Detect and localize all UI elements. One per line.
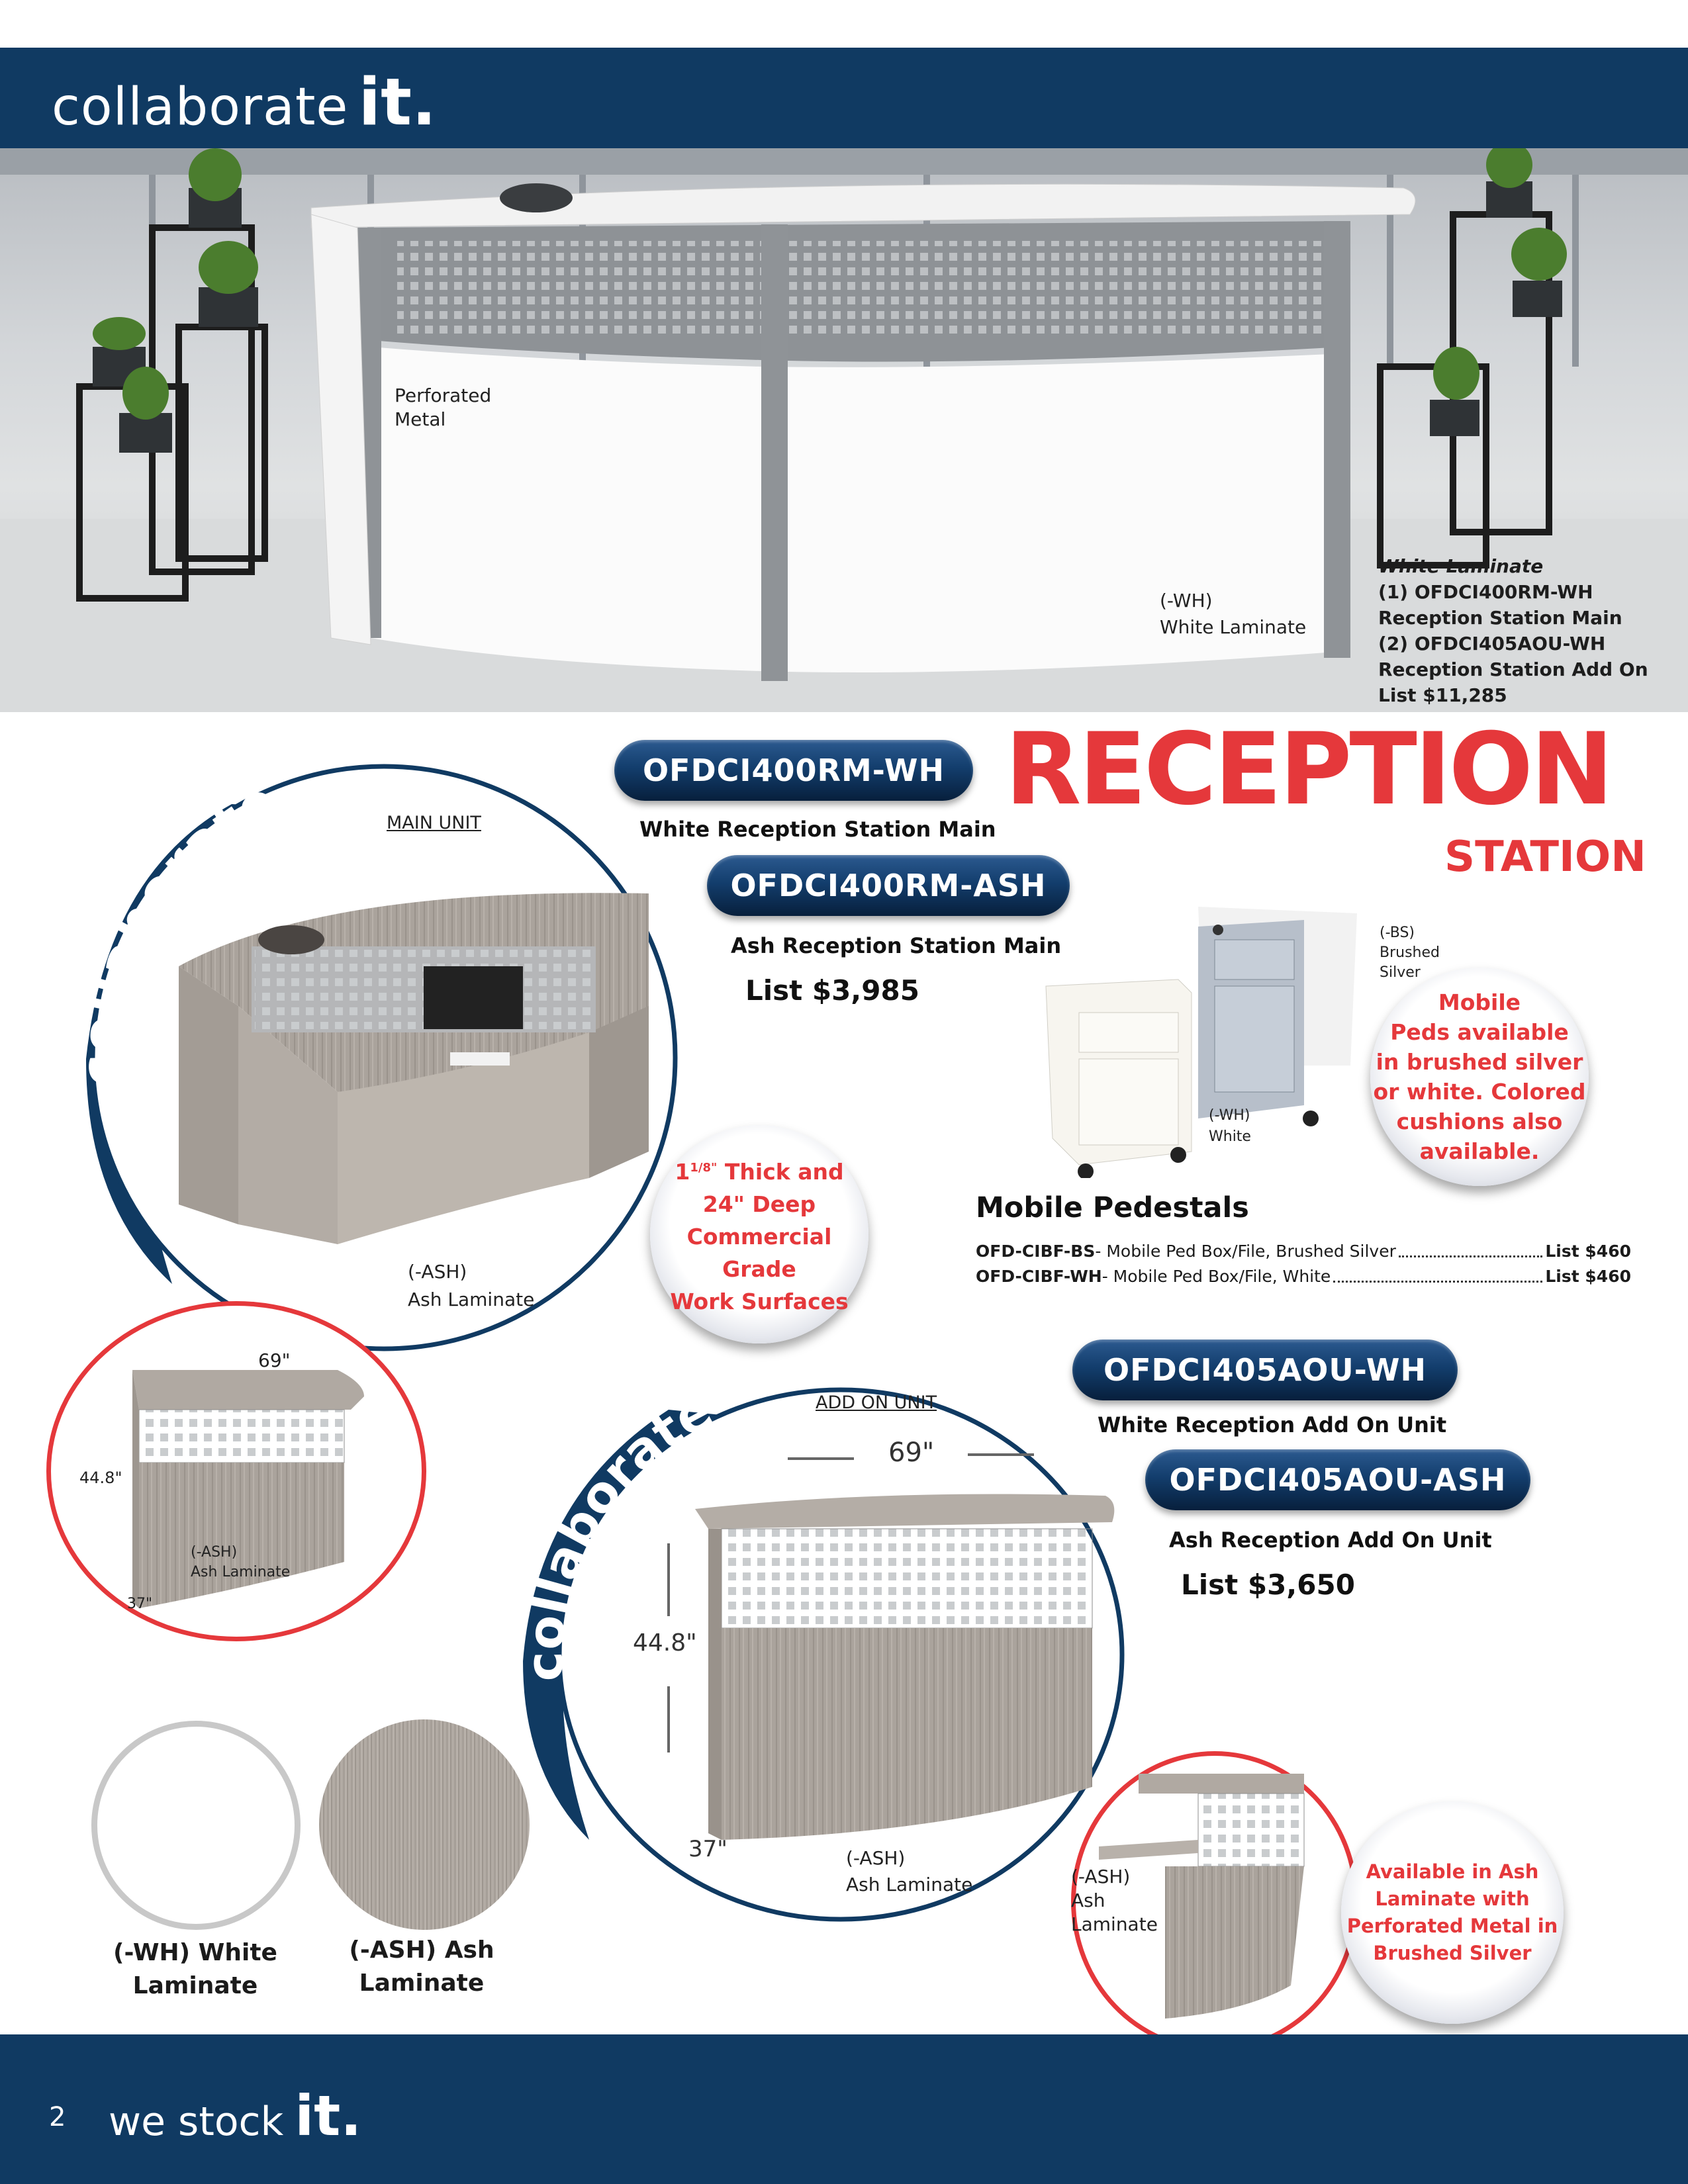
header-brand-word: collaborate	[52, 77, 349, 137]
thick-rest: Thick and	[717, 1158, 844, 1185]
addon-height: 44.8"	[633, 1629, 697, 1657]
addon-ash-code: (-ASH)	[846, 1847, 906, 1869]
swatch-ash-line2: Laminate	[359, 1970, 485, 1997]
page-title: RECEPTION	[1005, 712, 1614, 827]
swatch-white	[91, 1721, 301, 1930]
combo-line3: (2) OFDCI405AOU-WH	[1378, 633, 1606, 655]
available-bubble: Available in Ash Laminate with Perforate…	[1341, 1801, 1564, 2024]
ped-item-leader	[1333, 1264, 1543, 1283]
hero-wh-code: (-WH)	[1160, 590, 1213, 612]
pedestals-image	[1045, 907, 1357, 1178]
page-number: 2	[49, 2102, 66, 2132]
ped-item-sku: OFD-CIBF-BS	[976, 1242, 1096, 1261]
main-unit-desk	[179, 893, 649, 1244]
ped-bs-code: (-BS)	[1380, 925, 1415, 941]
combo-line2: Reception Station Main	[1378, 607, 1622, 629]
combo-line1: (1) OFDCI400RM-WH	[1378, 581, 1593, 603]
header-band	[0, 48, 1688, 148]
ped-bs-label1: Brushed	[1380, 944, 1440, 961]
ped-item-price: List $460	[1545, 1242, 1631, 1261]
addon-height-arrow-top	[667, 1543, 670, 1616]
name-addon-ash: Ash Reception Add On Unit	[1169, 1527, 1492, 1553]
swatch-ash-label: (-ASH) Ash Laminate	[319, 1934, 524, 2000]
combo-price: List $11,285	[1378, 684, 1507, 706]
sku-pill-addon-ash: OFDCI405AOU-ASH	[1145, 1449, 1530, 1510]
ped-bs-label2: Silver	[1380, 964, 1421, 981]
name-main-ash: Ash Reception Station Main	[731, 933, 1062, 958]
addon-width-arrow-left	[788, 1457, 854, 1460]
ped-wh-label: White	[1209, 1128, 1251, 1145]
small-depth: 37"	[127, 1596, 153, 1612]
name-addon-wh: White Reception Add On Unit	[1098, 1412, 1447, 1437]
swatch-white-line1: (-WH) White	[113, 1939, 277, 1966]
side-ash-code: (-ASH)	[1071, 1866, 1131, 1888]
ped-item-sku: OFD-CIBF-WH	[976, 1267, 1102, 1286]
footer-it: it.	[295, 2083, 362, 2148]
swatch-ash-line1: (-ASH) Ash	[349, 1936, 494, 1964]
main-ash-label: Ash Laminate	[408, 1289, 535, 1310]
ped-item-desc: - Mobile Ped Box/File, Brushed Silver	[1095, 1242, 1396, 1261]
price-addon: List $3,650	[1181, 1569, 1355, 1601]
swatch-white-label: (-WH) White Laminate	[93, 1936, 298, 2003]
ped-item-leader	[1398, 1239, 1543, 1257]
footer-band	[0, 2034, 1688, 2184]
hero-photo: Perforated Metal (-WH) White Laminate Wh…	[0, 148, 1688, 712]
header-brand-it: it.	[358, 65, 437, 140]
thick-fraction: 1/8"	[690, 1160, 718, 1175]
sku-pill-main-wh: OFDCI400RM-WH	[614, 740, 973, 801]
addon-unit-desk	[695, 1494, 1115, 1840]
addon-width-arrow-right	[968, 1453, 1034, 1456]
small-ash-code: (-ASH)	[191, 1544, 238, 1561]
small-ash-label: Ash Laminate	[191, 1564, 291, 1580]
side-ash-label2: Laminate	[1071, 1913, 1158, 1935]
addon-ash-label: Ash Laminate	[846, 1874, 973, 1895]
combo-line4: Reception Station Add On	[1378, 659, 1648, 680]
ped-wh-code: (-WH)	[1209, 1107, 1250, 1124]
footer-text: we stock	[109, 2099, 284, 2145]
addon-depth: 37"	[688, 1836, 727, 1862]
thick-line4: Work Surfaces	[670, 1288, 849, 1314]
ped-item: OFD-CIBF-BS - Mobile Ped Box/File, Brush…	[976, 1239, 1631, 1264]
small-height: 44.8"	[79, 1469, 122, 1487]
ped-item-price: List $460	[1545, 1267, 1631, 1286]
header-brand: collaborate it.	[52, 65, 436, 140]
sku-pill-main-ash: OFDCI400RM-ASH	[707, 855, 1070, 916]
hero-combo-block: White Laminate (1) OFDCI400RM-WH Recepti…	[1378, 553, 1648, 708]
thick-line3: Commercial Grade	[686, 1223, 832, 1282]
hero-illustration	[0, 148, 1688, 712]
price-main: List $3,985	[745, 974, 919, 1007]
thick-whole: 1	[675, 1158, 690, 1185]
side-unit-desk	[1099, 1774, 1305, 2019]
ped-item: OFD-CIBF-WH - Mobile Ped Box/File, White…	[976, 1264, 1631, 1289]
footer-brand: we stock it.	[109, 2083, 361, 2148]
hero-wh-label: White Laminate	[1160, 616, 1307, 638]
addon-unit-tag: ADD ON UNIT	[816, 1392, 937, 1413]
page-subtitle: STATION	[1444, 833, 1646, 882]
name-main-wh: White Reception Station Main	[639, 817, 996, 842]
small-width: 69"	[258, 1349, 291, 1371]
swatch-ash	[319, 1719, 530, 1930]
work-surface-bubble: 11/8" Thick and 24" Deep Commercial Grad…	[650, 1125, 868, 1343]
thick-line2: 24" Deep	[702, 1191, 816, 1217]
swatch-white-line2: Laminate	[132, 1972, 258, 1999]
ped-item-desc: - Mobile Ped Box/File, White	[1102, 1267, 1331, 1286]
thick-line1: 11/8" Thick and	[650, 1152, 868, 1188]
ped-heading: Mobile Pedestals	[976, 1191, 1249, 1224]
main-ash-code: (-ASH)	[408, 1261, 467, 1283]
main-unit-tag: MAIN UNIT	[387, 813, 481, 833]
addon-height-arrow-bottom	[667, 1686, 670, 1752]
addon-width: 69"	[888, 1437, 935, 1468]
side-ash-label1: Ash	[1071, 1889, 1105, 1911]
ped-bubble: Mobile Peds available in brushed silver …	[1370, 968, 1589, 1186]
combo-title: White Laminate	[1378, 555, 1544, 577]
sku-pill-addon-wh: OFDCI405AOU-WH	[1072, 1340, 1458, 1400]
ped-list: OFD-CIBF-BS - Mobile Ped Box/File, Brush…	[976, 1239, 1631, 1289]
small-unit-desk	[132, 1370, 364, 1608]
perforated-metal-label: Perforated Metal	[395, 385, 492, 431]
